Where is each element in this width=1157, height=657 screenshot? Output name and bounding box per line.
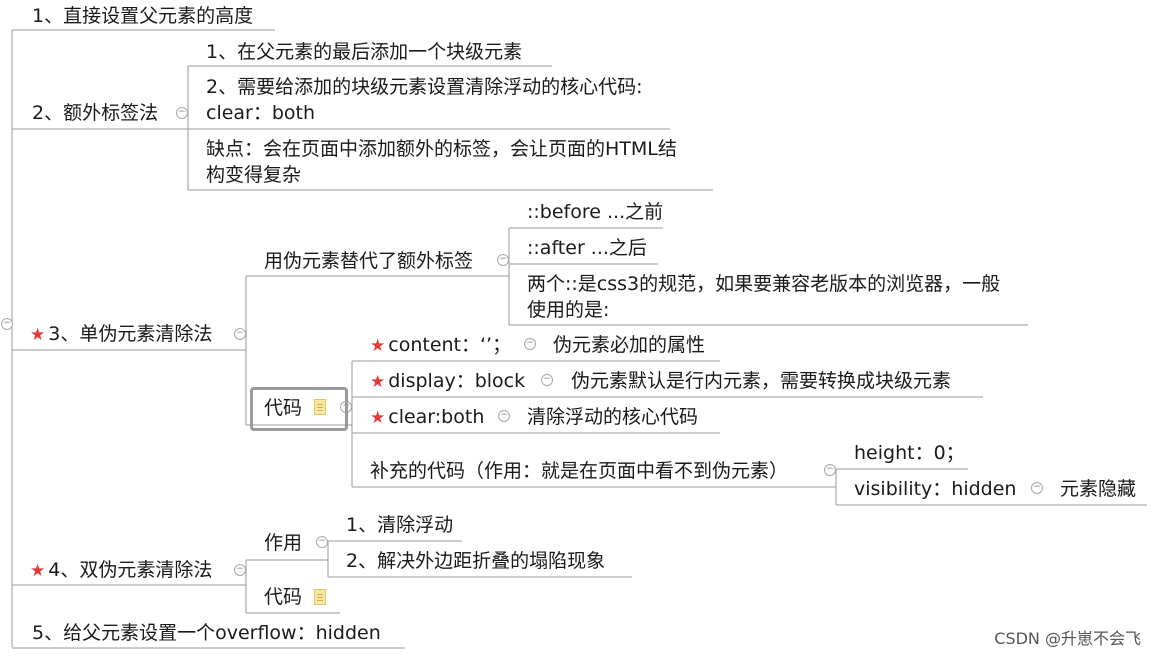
node-3b2[interactable]: ★display：block <box>370 368 525 395</box>
collapse-icon[interactable]: − <box>824 464 836 476</box>
collapse-icon[interactable]: − <box>234 564 246 576</box>
node-3b2-label: display：block <box>388 370 526 392</box>
notes-icon[interactable] <box>314 399 326 415</box>
node-3a1[interactable]: ::before ...之前 <box>527 201 664 223</box>
node-3a[interactable]: 用伪元素替代了额外标签 <box>264 250 474 272</box>
collapse-icon[interactable]: − <box>176 107 188 119</box>
node-2b-line1: 2、需要给添加的块级元素设置清除浮动的核心代码: <box>206 76 643 98</box>
collapse-icon[interactable]: − <box>316 536 328 548</box>
node-2c-line2: 构变得复杂 <box>206 164 302 186</box>
node-3b3-desc[interactable]: 清除浮动的核心代码 <box>527 406 699 428</box>
node-3b4[interactable]: 补充的代码（作用：就是在页面中看不到伪元素） <box>370 460 789 482</box>
node-3b1-label: content：‘’； <box>388 334 512 356</box>
node-3a3-line2: 使用的是: <box>527 299 610 321</box>
watermark: CSDN @升崽不会飞 <box>994 629 1141 648</box>
star-icon: ★ <box>370 372 386 392</box>
node-3b2-desc[interactable]: 伪元素默认是行内元素，需要转换成块级元素 <box>571 370 952 392</box>
node-4a[interactable]: 作用 <box>264 532 303 554</box>
node-3a3-line1: 两个::是css3的规范，如果要兼容老版本的浏览器，一般 <box>527 273 1001 295</box>
node-3b4a[interactable]: height：0； <box>854 442 965 464</box>
node-2[interactable]: 2、额外标签法 <box>32 102 159 124</box>
collapse-icon[interactable]: − <box>234 328 246 340</box>
node-1[interactable]: 1、直接设置父元素的高度 <box>32 5 254 27</box>
node-4[interactable]: ★4、双伪元素清除法 <box>30 557 212 584</box>
node-3b1-desc[interactable]: 伪元素必加的属性 <box>553 334 706 356</box>
node-3b3[interactable]: ★clear:both <box>370 404 484 431</box>
collapse-icon[interactable]: − <box>524 338 536 350</box>
collapse-icon[interactable]: − <box>497 254 509 266</box>
node-4a1[interactable]: 1、清除浮动 <box>346 514 454 536</box>
node-5[interactable]: 5、给父元素设置一个overflow：hidden <box>32 622 381 644</box>
node-3b3-label: clear:both <box>388 406 485 428</box>
node-3b1[interactable]: ★content：‘’； <box>370 332 511 359</box>
collapse-icon[interactable]: − <box>1031 482 1043 494</box>
star-icon: ★ <box>370 408 386 428</box>
node-3a2[interactable]: ::after ...之后 <box>527 237 647 259</box>
node-4a2[interactable]: 2、解决外边距折叠的塌陷现象 <box>346 550 606 572</box>
node-3a3[interactable]: 两个::是css3的规范，如果要兼容老版本的浏览器，一般 使用的是: <box>527 271 1000 323</box>
node-4b[interactable]: 代码 <box>264 586 303 608</box>
node-3-label: 3、单伪元素清除法 <box>48 323 213 345</box>
selection-box <box>250 387 348 431</box>
node-4-label: 4、双伪元素清除法 <box>48 559 213 581</box>
root-collapse-icon[interactable]: − <box>1 318 13 330</box>
node-3[interactable]: ★3、单伪元素清除法 <box>30 321 212 348</box>
node-3b[interactable]: 代码 <box>264 397 303 419</box>
collapse-icon[interactable]: − <box>498 410 510 422</box>
node-2c[interactable]: 缺点：会在页面中添加额外的标签，会让页面的HTML结 构变得复杂 <box>206 136 677 188</box>
star-icon: ★ <box>30 561 46 581</box>
node-3b4b[interactable]: visibility：hidden <box>854 478 1017 500</box>
node-2b-line2: clear：both <box>206 102 316 124</box>
node-2a[interactable]: 1、在父元素的最后添加一个块级元素 <box>206 41 523 63</box>
node-3b4b-desc[interactable]: 元素隐藏 <box>1060 478 1137 500</box>
node-2c-line1: 缺点：会在页面中添加额外的标签，会让页面的HTML结 <box>206 138 677 160</box>
star-icon: ★ <box>370 336 386 356</box>
node-2b[interactable]: 2、需要给添加的块级元素设置清除浮动的核心代码: clear：both <box>206 74 643 126</box>
notes-icon[interactable] <box>314 589 326 605</box>
collapse-icon[interactable]: − <box>541 374 553 386</box>
star-icon: ★ <box>30 325 46 345</box>
